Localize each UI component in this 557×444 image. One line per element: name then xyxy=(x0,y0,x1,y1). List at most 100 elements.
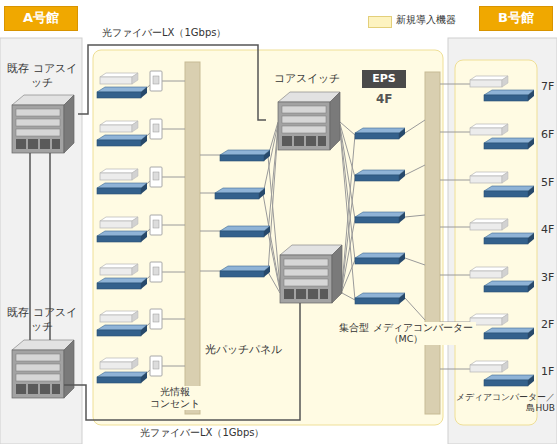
floor-label: 1F xyxy=(541,365,554,378)
left-floor-equipment xyxy=(97,135,147,146)
left-floor-equipment xyxy=(150,356,162,376)
right-floor-equipment xyxy=(470,76,508,87)
right-floor-equipment xyxy=(484,281,534,292)
legend-swatch xyxy=(368,16,392,28)
right-floor-equipment xyxy=(470,124,508,135)
right-floor-equipment xyxy=(484,138,534,149)
patch-panel-bar xyxy=(185,62,440,414)
aggregated-media-converter xyxy=(355,212,405,223)
eps-box: EPS xyxy=(362,70,406,88)
left-floor-equipment xyxy=(100,358,138,369)
left-floor-equipment xyxy=(100,264,138,275)
floor-label: 3F xyxy=(541,271,554,284)
aggregated-media-converter xyxy=(355,170,405,181)
fiber-link xyxy=(64,303,300,420)
floor-label: 5F xyxy=(541,176,554,189)
node-label: コアスイッチ xyxy=(266,72,348,86)
patch-panel-label: 光パッチパネル xyxy=(205,343,282,356)
left-floor-equipment xyxy=(150,215,162,235)
left-floor-equipment xyxy=(100,121,138,132)
core-switch xyxy=(280,245,342,303)
wiring xyxy=(141,225,185,237)
left-floor-equipment xyxy=(100,73,138,84)
left-floor-equipment xyxy=(97,71,162,383)
wiring xyxy=(141,129,185,141)
aggregated-media-converter xyxy=(220,150,270,161)
floor-label: 4F xyxy=(376,92,393,106)
right-floor-equipment xyxy=(470,361,508,372)
building-panels xyxy=(93,50,443,425)
left-floor-equipment xyxy=(150,71,162,91)
building-panels xyxy=(0,38,82,444)
aggregated-media-converter xyxy=(215,188,265,199)
wiring xyxy=(141,366,185,378)
mc-hub-label: メディアコンバーター／島HUB xyxy=(455,392,555,414)
left-floor-equipment xyxy=(97,87,147,98)
legend-text: 新規導入機器 xyxy=(396,14,456,26)
left-floor-equipment xyxy=(150,309,162,329)
wiring xyxy=(141,272,185,284)
wiring xyxy=(141,177,185,189)
core-switch xyxy=(12,92,342,398)
aggregated-media-converter xyxy=(355,253,405,264)
building-tab: A号館 xyxy=(4,6,78,31)
right-floor-equipment xyxy=(470,219,508,230)
left-floor-equipment xyxy=(100,217,138,228)
core-switch xyxy=(278,92,340,150)
aggregated-media-converter xyxy=(215,128,405,304)
aggregated-media-converter xyxy=(220,266,270,277)
right-floor-equipment xyxy=(470,172,508,183)
node-label: A号館 xyxy=(8,10,74,26)
fiber-link xyxy=(30,153,300,420)
core-switch xyxy=(12,95,74,153)
building-panels xyxy=(448,38,557,444)
node-label: 既存 コアスイッチ xyxy=(6,306,78,334)
left-floor-equipment xyxy=(150,262,162,282)
aggregated-media-converter xyxy=(355,128,405,139)
left-floor-equipment xyxy=(100,169,138,180)
left-floor-equipment xyxy=(97,183,147,194)
node-label: 既存 コアスイッチ xyxy=(6,62,78,90)
left-floor-equipment xyxy=(150,119,162,139)
left-floor-equipment xyxy=(97,325,147,336)
outlet-label: 光情報 コンセント xyxy=(146,386,204,410)
floor-label: 4F xyxy=(541,223,554,236)
building-panels xyxy=(455,60,537,425)
mc-label: 集合型 メディアコンバーター（MC） xyxy=(336,322,476,345)
right-floor-equipment xyxy=(470,267,508,278)
left-floor-equipment xyxy=(97,372,147,383)
wiring xyxy=(200,155,220,271)
aggregated-media-converter xyxy=(220,226,270,237)
node-label: EPS xyxy=(364,72,404,86)
left-floor-equipment xyxy=(150,167,162,187)
wiring xyxy=(405,120,425,320)
wiring xyxy=(141,319,185,331)
building-panels xyxy=(0,38,557,444)
left-floor-equipment xyxy=(97,231,147,242)
core-switch: コアスイッチ xyxy=(266,72,348,152)
existing-core-switch: 既存 コアスイッチ xyxy=(6,306,78,400)
right-floor-equipment xyxy=(484,233,534,244)
left-floor-equipment xyxy=(97,278,147,289)
patch-panel-bar xyxy=(185,62,200,414)
right-floor-equipment xyxy=(484,90,534,101)
right-floor-equipment xyxy=(470,76,534,386)
patch-panel-bar xyxy=(425,72,440,414)
left-floor-equipment xyxy=(100,311,138,322)
floor-label: 6F xyxy=(541,128,554,141)
existing-core-switch: 既存 コアスイッチ xyxy=(6,62,78,154)
edge-label: 光ファイバーLX（1Gbps） xyxy=(102,27,226,39)
floor-label: 7F xyxy=(541,80,554,93)
fiber-label: 光ファイバーLX（1Gbps） xyxy=(140,427,264,439)
floor-label: 2F xyxy=(541,318,554,331)
node-label: B号館 xyxy=(483,10,549,26)
wiring xyxy=(141,81,185,93)
right-floor-equipment xyxy=(484,375,534,386)
fiber-link xyxy=(78,45,266,120)
wiring xyxy=(263,124,280,289)
right-floor-equipment xyxy=(484,328,534,339)
building-tab: B号館 xyxy=(479,6,553,31)
